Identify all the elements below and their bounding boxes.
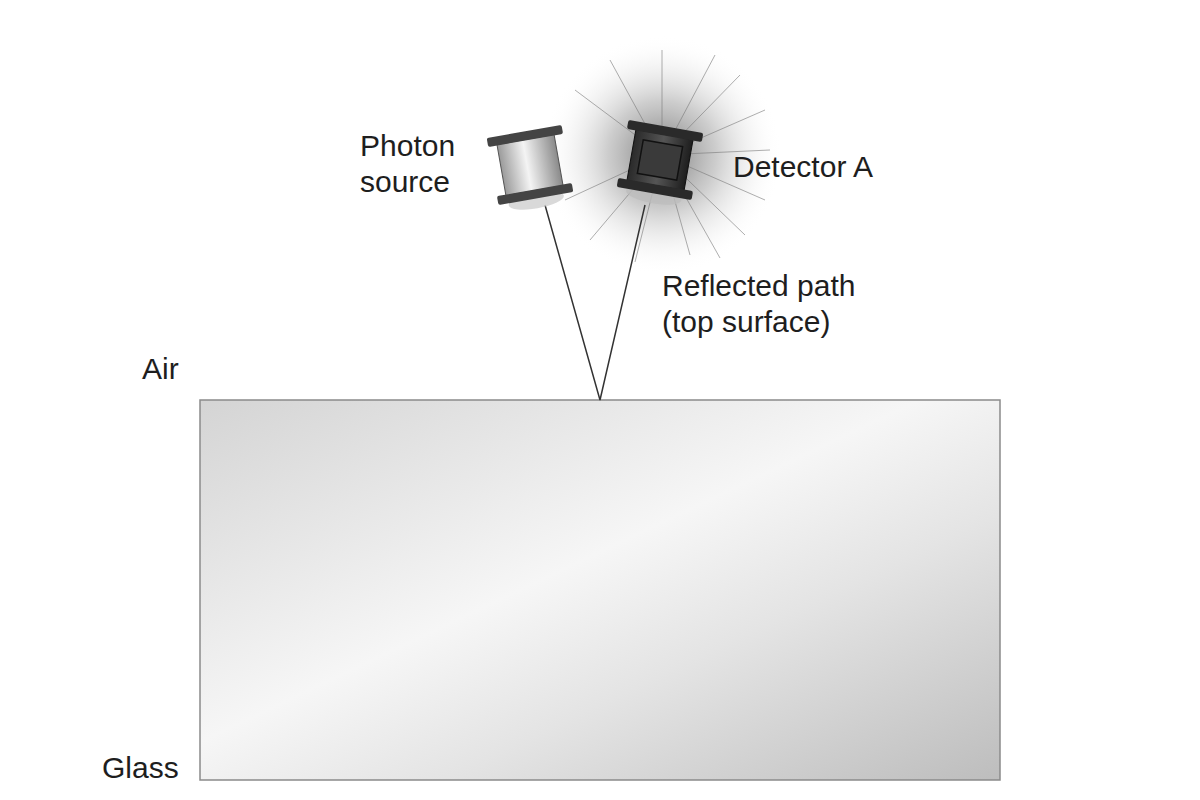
reflected-path [545, 205, 645, 400]
detector [615, 120, 703, 210]
source-label: Photon source [360, 128, 490, 200]
glass-block [200, 400, 1000, 780]
air-label: Air [142, 351, 222, 387]
photon-source [487, 125, 575, 215]
detector-label: Detector A [733, 149, 933, 185]
glass-label: Glass [102, 750, 197, 786]
path-label: Reflected path (top surface) [662, 268, 907, 340]
